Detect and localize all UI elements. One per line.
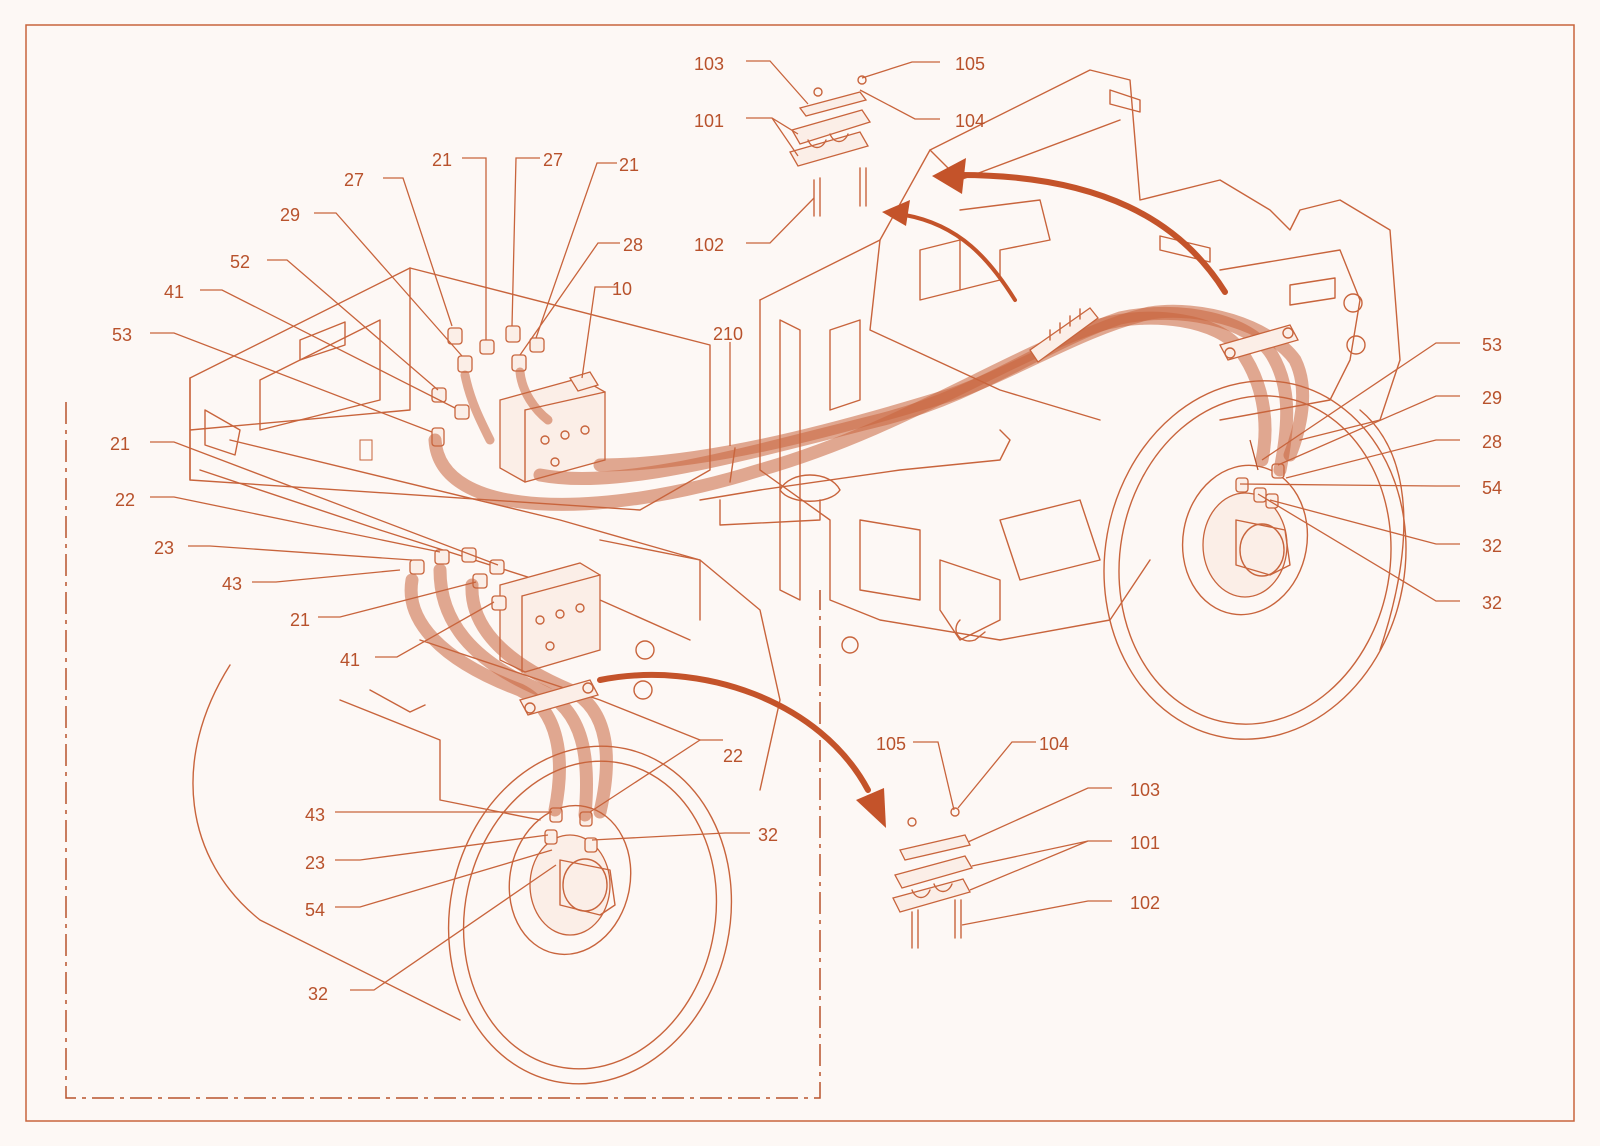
- callout-21: 21: [619, 155, 639, 175]
- callout-102: 102: [694, 235, 724, 255]
- lower-left-valve-callouts: 21 22 23 43 21 41: [110, 434, 360, 670]
- bottom-clamp-exploded: [892, 807, 973, 949]
- callout-32: 32: [308, 984, 328, 1004]
- upper-short-hoses: [460, 367, 553, 445]
- callout-210: 210: [713, 324, 743, 344]
- callout-105: 105: [955, 54, 985, 74]
- callout-102: 102: [1130, 893, 1160, 913]
- callout-32: 32: [758, 825, 778, 845]
- callout-21: 21: [110, 434, 130, 454]
- callout-104: 104: [1039, 734, 1069, 754]
- callout-52: 52: [230, 252, 250, 272]
- callout-53: 53: [1482, 335, 1502, 355]
- right-motor-callouts: 53 29 28 54 32 32: [1482, 335, 1502, 613]
- callout-53: 53: [112, 325, 132, 345]
- left-drum: [192, 664, 733, 1085]
- detail-frame-dashed: [65, 402, 821, 1099]
- callout-29: 29: [280, 205, 300, 225]
- callout-23: 23: [154, 538, 174, 558]
- callout-41: 41: [164, 282, 184, 302]
- callout-104: 104: [955, 111, 985, 131]
- outer-border: [25, 24, 1575, 1122]
- callout-21: 21: [290, 610, 310, 630]
- callout-43: 43: [222, 574, 242, 594]
- hose-clamp-front: [1219, 324, 1299, 361]
- callout-23: 23: [305, 853, 325, 873]
- callout-54: 54: [1482, 478, 1502, 498]
- arrow-to-top-clamp-secondary: [882, 200, 1017, 302]
- hose-clamp-middle: [1029, 307, 1099, 363]
- callout-101: 101: [1130, 833, 1160, 853]
- left-motor-callouts: 22 43 32 23 54 32: [305, 746, 778, 1004]
- callout-41: 41: [340, 650, 360, 670]
- right-drive-motor: [1202, 492, 1291, 598]
- callout-103: 103: [1130, 780, 1160, 800]
- callout-21: 21: [432, 150, 452, 170]
- callout-101: 101: [694, 111, 724, 131]
- callout-32: 32: [1482, 536, 1502, 556]
- callout-22: 22: [115, 490, 135, 510]
- callout-22: 22: [723, 746, 743, 766]
- arrow-to-bottom-clamp: [597, 671, 886, 828]
- top-clamp-callouts: 103 105 101 104 102: [694, 54, 985, 255]
- callout-103: 103: [694, 54, 724, 74]
- upper-left-valve-callouts: 27 21 27 21 29 28 52 10 41 53 210: [112, 150, 743, 345]
- hose-clamp-rear: [519, 679, 599, 716]
- left-drive-motor: [529, 834, 616, 936]
- arrow-to-top-clamp: [932, 158, 1228, 295]
- callout-54: 54: [305, 900, 325, 920]
- bottom-clamp-callouts: 105 104 103 101 102: [876, 734, 1160, 913]
- callout-10: 10: [612, 279, 632, 299]
- callout-29: 29: [1482, 388, 1502, 408]
- callout-27: 27: [543, 150, 563, 170]
- callout-28: 28: [623, 235, 643, 255]
- upper-valve-block: [499, 371, 606, 483]
- callout-32: 32: [1482, 593, 1502, 613]
- callout-28: 28: [1482, 432, 1502, 452]
- callout-105: 105: [876, 734, 906, 754]
- top-clamp-exploded: [789, 75, 872, 217]
- leader-lines: [150, 60, 1460, 991]
- callout-27: 27: [344, 170, 364, 190]
- lower-valve-block: [499, 562, 601, 673]
- callout-43: 43: [305, 805, 325, 825]
